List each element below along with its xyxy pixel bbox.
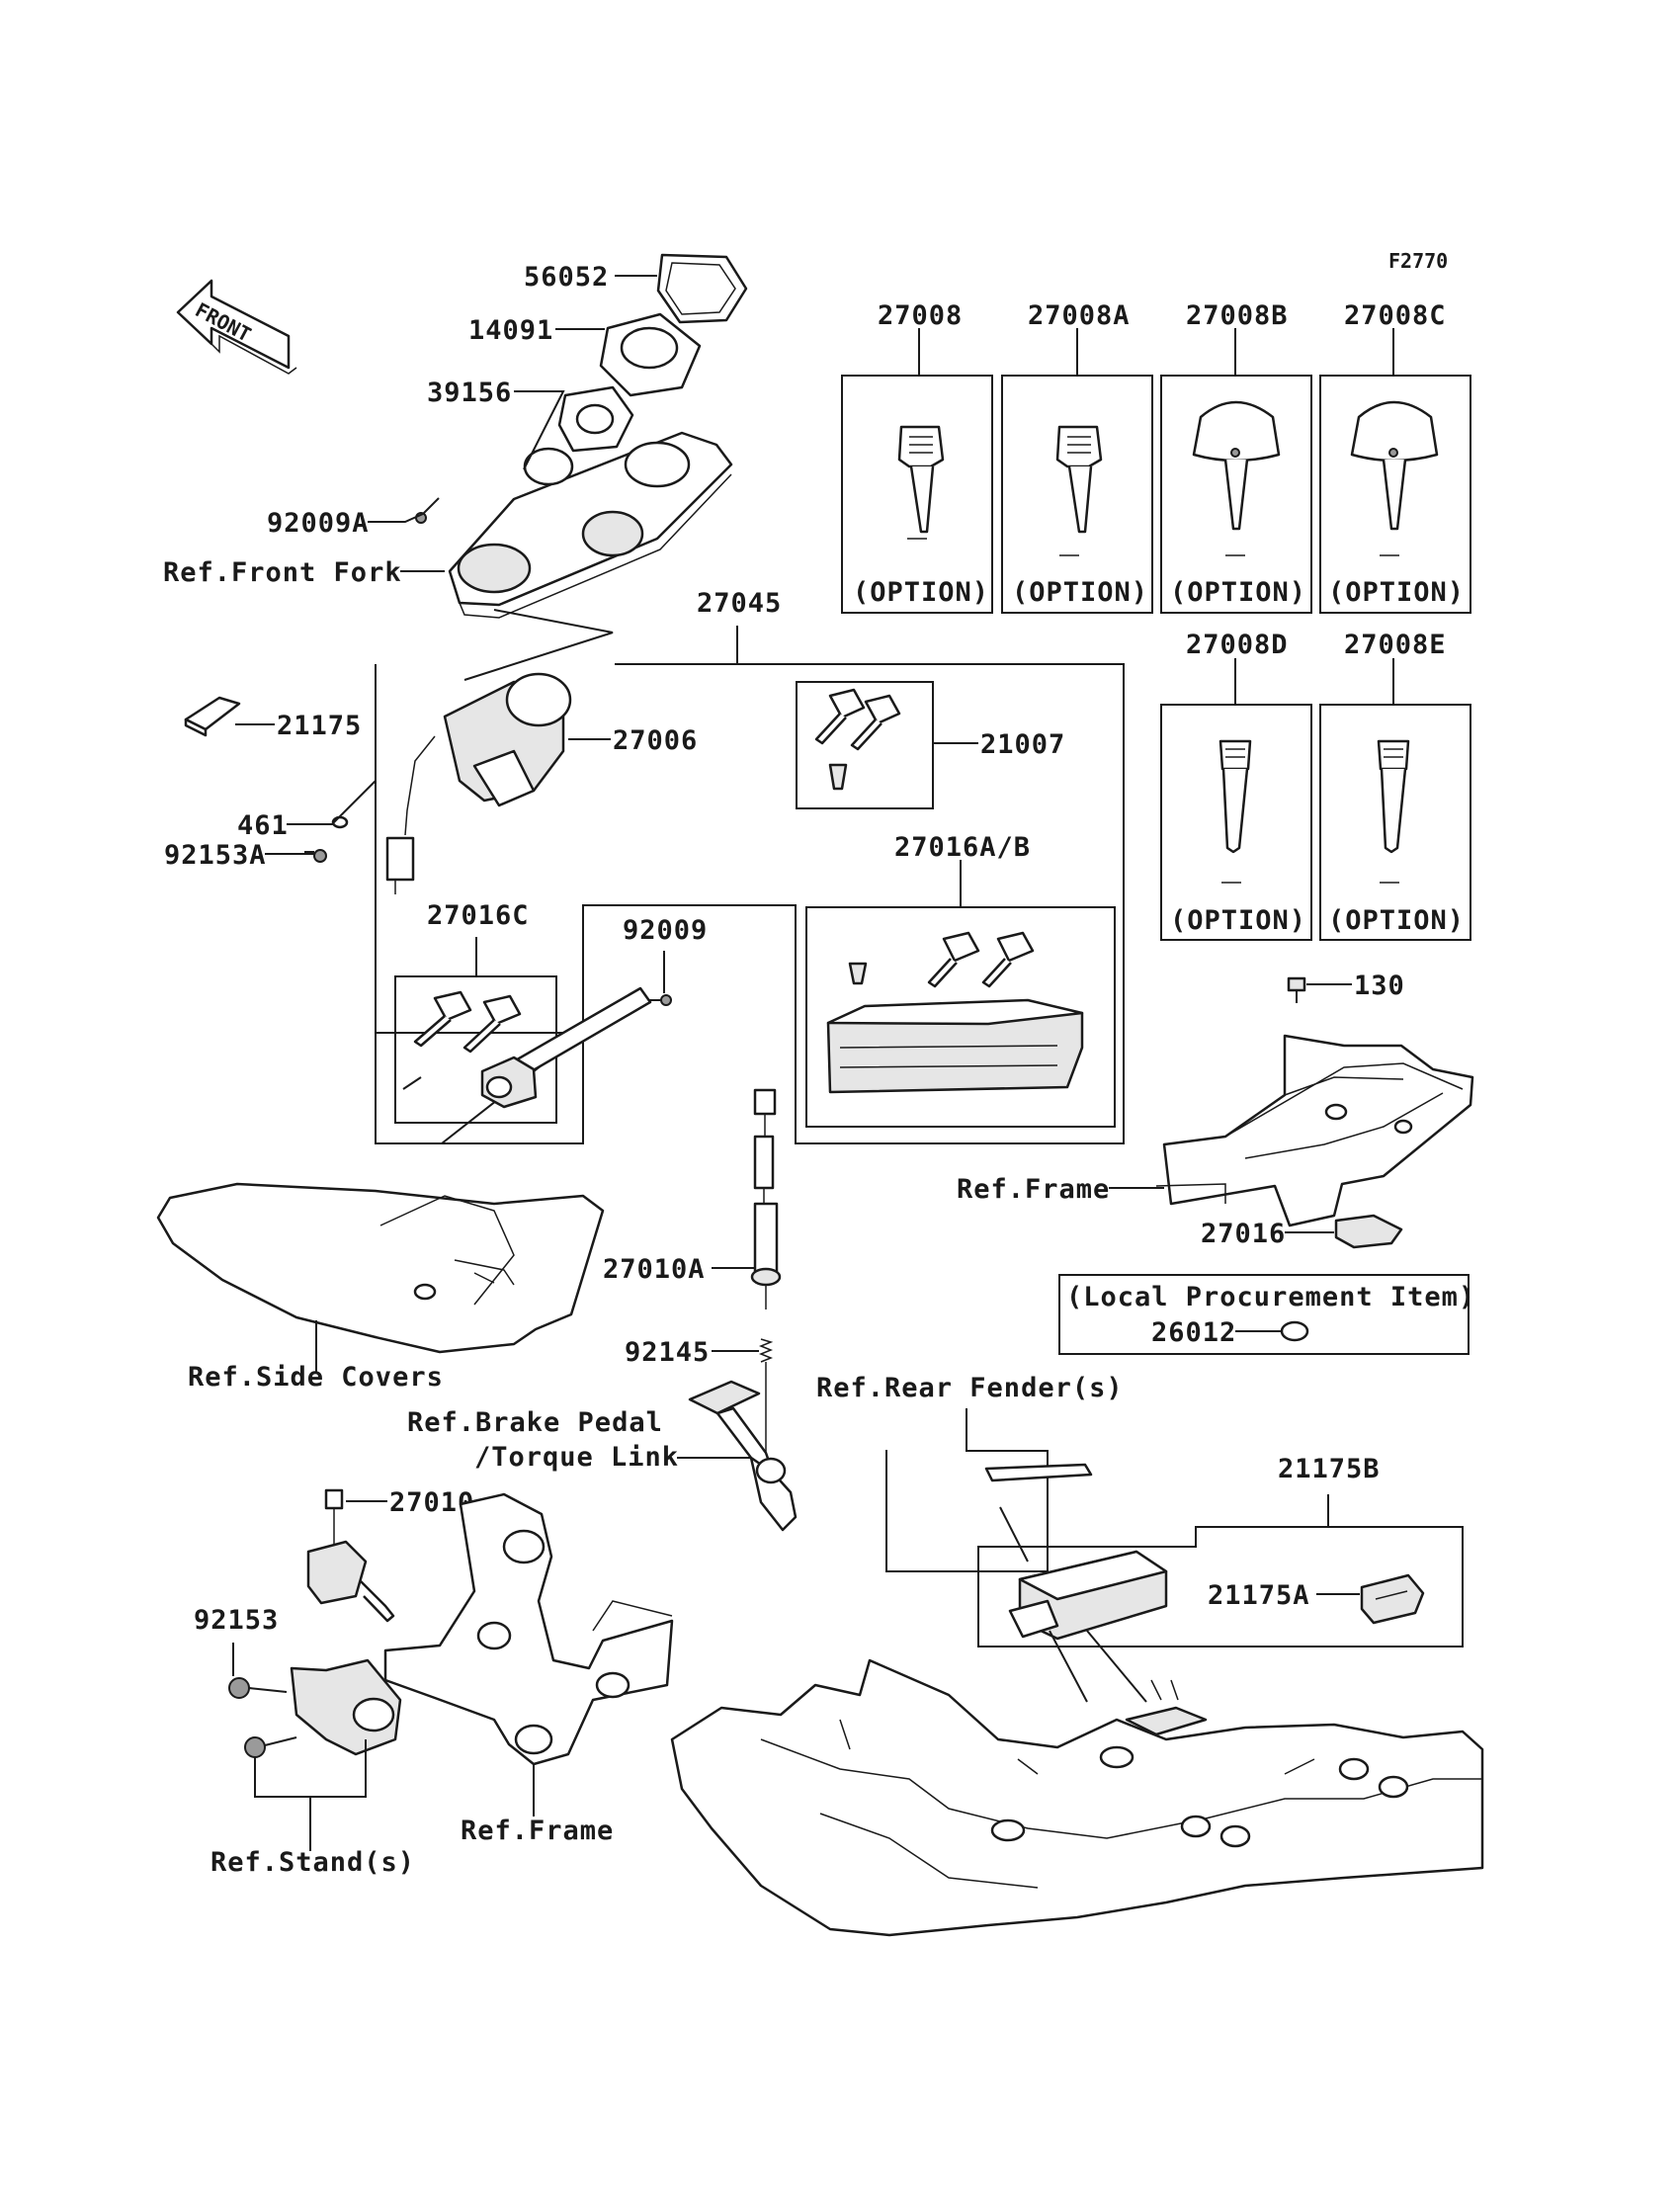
label-27008E: 27008E xyxy=(1344,630,1447,660)
ref-frame-right: Ref.Frame xyxy=(957,1174,1110,1205)
rear-fender-icon xyxy=(670,1658,1484,1937)
box-21007 xyxy=(796,681,934,809)
option-27008: (OPTION) xyxy=(853,577,989,608)
key-27008A-icon xyxy=(1055,425,1103,556)
label-21175B: 21175B xyxy=(1278,1454,1381,1484)
label-21175A: 21175A xyxy=(1208,1580,1310,1611)
switch-27010-icon xyxy=(306,1488,395,1623)
label-27045: 27045 xyxy=(697,588,782,619)
frame-right-icon xyxy=(1155,1034,1474,1227)
bolt-92153A-icon xyxy=(304,849,327,863)
option-27008B: (OPTION) xyxy=(1170,577,1306,608)
label-27008D: 27008D xyxy=(1186,630,1289,660)
key-27008E-icon xyxy=(1377,739,1410,884)
label-27010: 27010 xyxy=(389,1487,474,1518)
option-27008D: (OPTION) xyxy=(1170,905,1306,936)
top-bridge-icon xyxy=(448,431,733,619)
keys-21007-icon xyxy=(814,688,901,791)
label-21007: 21007 xyxy=(980,729,1065,760)
label-461: 461 xyxy=(237,810,289,841)
ref-side-covers: Ref.Side Covers xyxy=(188,1362,444,1393)
label-92153A: 92153A xyxy=(164,840,267,871)
label-27008B: 27008B xyxy=(1186,300,1289,331)
key-27008B-icon xyxy=(1192,400,1281,556)
label-27008A: 27008A xyxy=(1028,300,1131,331)
spring-92145-icon xyxy=(758,1338,774,1463)
ref-front-fork: Ref.Front Fork xyxy=(163,557,402,588)
key-fob-21175A-icon xyxy=(1360,1573,1425,1625)
ref-torque-link: /Torque Link xyxy=(474,1442,679,1473)
bolt-92009A-icon xyxy=(415,497,440,524)
label-27008C: 27008C xyxy=(1344,300,1447,331)
keys-27016C-icon xyxy=(413,990,522,1054)
label-92145: 92145 xyxy=(625,1337,710,1368)
bracket-rod-icon xyxy=(480,986,652,1109)
label-27008: 27008 xyxy=(878,300,963,331)
ref-frame-bottom: Ref.Frame xyxy=(461,1816,614,1846)
ref-rear-fender: Ref.Rear Fender(s) xyxy=(816,1373,1124,1403)
frame-lower-icon xyxy=(383,1492,674,1766)
label-27016: 27016 xyxy=(1201,1219,1286,1249)
label-27016AB: 27016A/B xyxy=(894,832,1031,863)
bolt-130-icon xyxy=(1287,976,1306,1003)
stand-bracket-icon xyxy=(228,1658,402,1758)
label-92153: 92153 xyxy=(194,1605,279,1636)
side-covers-icon xyxy=(156,1182,605,1354)
label-56052: 56052 xyxy=(524,262,609,293)
label-27016C: 27016C xyxy=(427,900,530,931)
plate-14091-icon xyxy=(599,312,702,397)
ecu-27016AB-icon xyxy=(826,931,1084,1094)
front-arrow-icon: FRONT xyxy=(176,279,297,375)
key-27008C-icon xyxy=(1350,400,1439,556)
label-14091: 14091 xyxy=(468,315,553,346)
local-procurement-label: (Local Procurement Item) xyxy=(1066,1282,1475,1312)
part-26012-icon xyxy=(1280,1320,1309,1342)
label-27010A: 27010A xyxy=(603,1254,706,1285)
sensor-27010A-icon xyxy=(750,1088,782,1310)
label-130: 130 xyxy=(1354,971,1405,1001)
option-27008A: (OPTION) xyxy=(1012,577,1148,608)
ref-brake-pedal: Ref.Brake Pedal xyxy=(407,1407,663,1438)
option-27008C: (OPTION) xyxy=(1328,577,1465,608)
ignition-switch-27006-icon xyxy=(385,672,572,894)
ecu-bracket-27016-icon xyxy=(1334,1214,1403,1249)
label-27006: 27006 xyxy=(613,725,698,756)
key-27008-icon xyxy=(897,425,945,540)
label-39156: 39156 xyxy=(427,378,512,408)
cover-56052-icon xyxy=(656,253,748,324)
label-92009: 92009 xyxy=(623,915,708,946)
label-26012: 26012 xyxy=(1151,1317,1236,1348)
clip-icon xyxy=(984,1463,1093,1482)
key-case-21175B-icon xyxy=(1008,1550,1168,1641)
local-procurement-box xyxy=(1058,1274,1470,1355)
diagram-code: F2770 xyxy=(1388,249,1448,273)
label-92009A: 92009A xyxy=(267,508,370,539)
key-27008D-icon xyxy=(1218,739,1252,884)
key-card-21175-icon xyxy=(184,696,241,737)
ref-stands: Ref.Stand(s) xyxy=(210,1847,415,1878)
bolt-92009-icon xyxy=(647,994,672,1006)
brake-pedal-icon xyxy=(688,1380,798,1532)
label-21175: 21175 xyxy=(277,711,362,741)
option-27008E: (OPTION) xyxy=(1328,905,1465,936)
bracket-39156-icon xyxy=(557,385,634,453)
